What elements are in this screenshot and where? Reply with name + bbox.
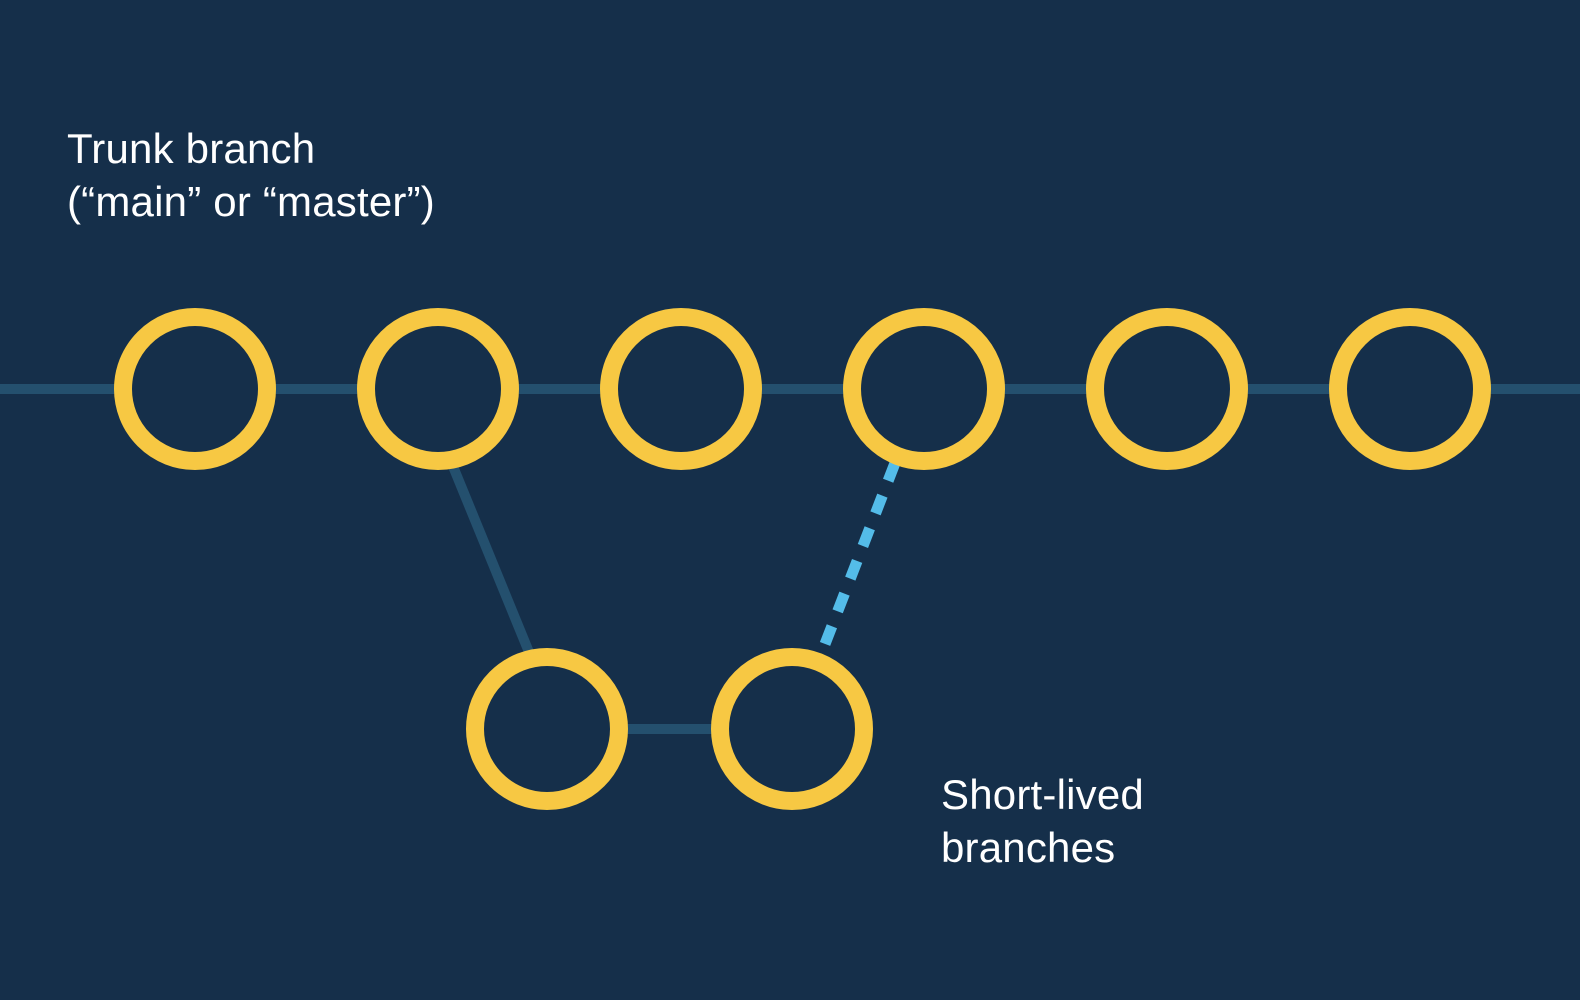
- short-lived-branches-label: Short-lived branches: [941, 768, 1144, 874]
- trunk-commit-node-4: [843, 308, 1005, 470]
- trunk-commit-node-5: [1086, 308, 1248, 470]
- trunk-branch-label-line1: Trunk branch: [67, 125, 316, 172]
- trunk-branch-label: Trunk branch (“main” or “master”): [67, 122, 435, 228]
- short-lived-label-line1: Short-lived: [941, 771, 1144, 818]
- trunk-commit-node-2: [357, 308, 519, 470]
- trunk-commit-node-1: [114, 308, 276, 470]
- merge-edge: [814, 461, 901, 659]
- trunk-commit-node-3: [600, 308, 762, 470]
- trunk-commit-node-6: [1329, 308, 1491, 470]
- trunk-branch-label-line2: (“main” or “master”): [67, 178, 435, 225]
- short-lived-label-line2: branches: [941, 824, 1116, 871]
- branch-commit-node-1: [466, 648, 628, 810]
- branch-out-edge: [445, 457, 536, 659]
- branch-commit-node-2: [711, 648, 873, 810]
